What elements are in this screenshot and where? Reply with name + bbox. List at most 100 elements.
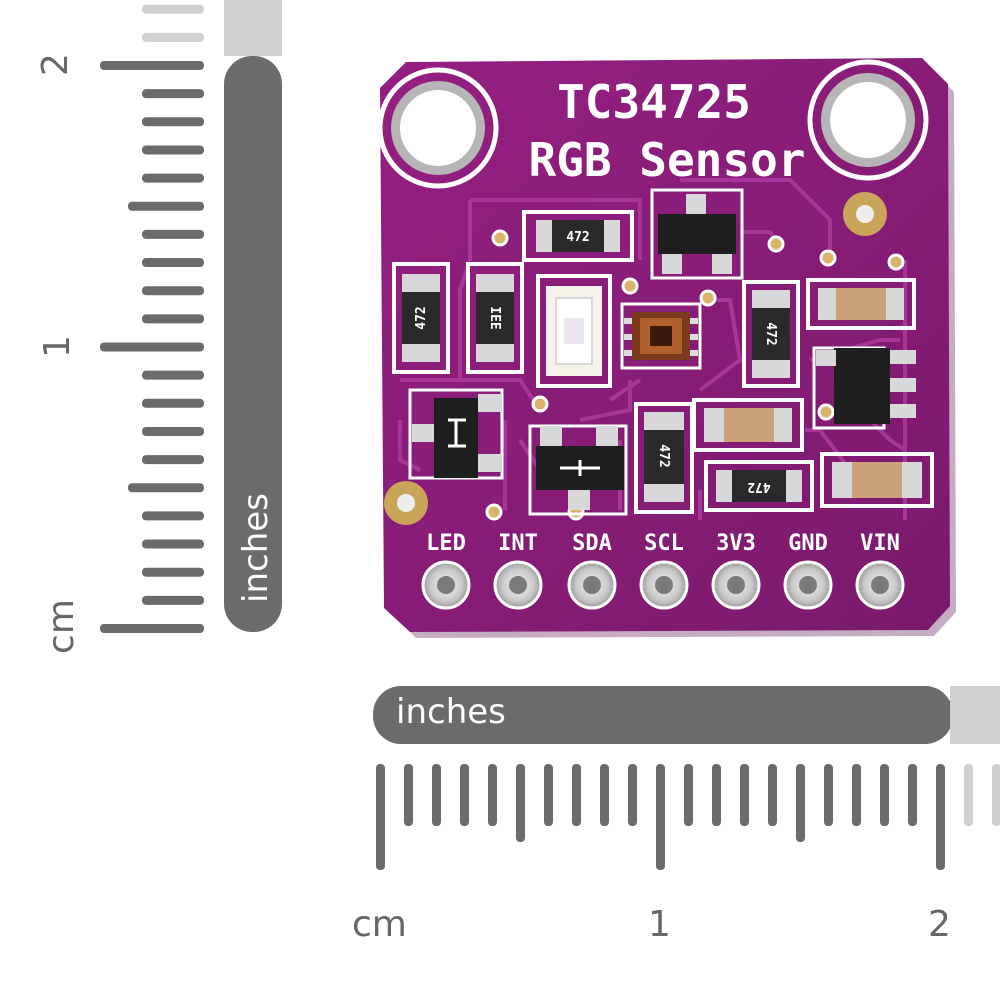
pin-label-vin: VIN bbox=[860, 531, 900, 556]
capacitor-middle bbox=[692, 398, 804, 452]
horizontal-ruler-tick bbox=[824, 764, 833, 826]
svg-text:472: 472 bbox=[763, 322, 778, 345]
resistor-top: 472 bbox=[522, 210, 634, 262]
horizontal-ruler-tick bbox=[432, 764, 441, 826]
vertical-ruler bbox=[100, 0, 282, 633]
vertical-ruler-cm-label: cm bbox=[40, 599, 82, 654]
vertical-ruler-tick bbox=[142, 286, 204, 296]
horizontal-ruler-tick bbox=[488, 764, 497, 826]
pin-label-led: LED bbox=[426, 531, 466, 556]
horizontal-ruler-tick bbox=[600, 764, 609, 826]
vertical-ruler-ticks bbox=[100, 4, 204, 633]
vertical-ruler-tick bbox=[142, 314, 204, 324]
horizontal-ruler bbox=[373, 686, 1000, 870]
vertical-ruler-tick bbox=[142, 539, 204, 549]
horizontal-ruler-tick bbox=[992, 764, 1000, 826]
vertical-ruler-tick bbox=[142, 173, 204, 183]
horizontal-ruler-tick bbox=[684, 764, 693, 826]
pin-label-scl: SCL bbox=[644, 531, 684, 556]
horizontal-ruler-bar bbox=[373, 686, 953, 744]
resistor-bottom-middle: 472 bbox=[634, 402, 694, 514]
resistor-right: 472 bbox=[742, 280, 800, 388]
horizontal-ruler-tick bbox=[516, 764, 525, 842]
svg-text:472: 472 bbox=[656, 444, 671, 467]
mounting-hole-right bbox=[807, 59, 929, 181]
svg-text:IEE: IEE bbox=[487, 306, 502, 329]
svg-text:472: 472 bbox=[566, 230, 589, 245]
pin-hole bbox=[799, 576, 817, 594]
pin-label-sda: SDA bbox=[572, 531, 612, 556]
vertical-ruler-tick-label-1: 1 bbox=[36, 335, 78, 358]
vertical-ruler-tick bbox=[142, 370, 204, 380]
vertical-ruler-tick bbox=[142, 426, 204, 436]
horizontal-ruler-tick bbox=[404, 764, 413, 826]
vertical-ruler-bar bbox=[224, 56, 282, 632]
regulator-right bbox=[812, 346, 916, 430]
vertical-ruler-tick bbox=[142, 32, 204, 42]
vertical-ruler-tick bbox=[100, 342, 204, 352]
horizontal-ruler-tick bbox=[376, 764, 385, 870]
vertical-ruler-tick bbox=[142, 89, 204, 99]
transistor-bottom bbox=[528, 424, 628, 516]
horizontal-ruler-tick bbox=[908, 764, 917, 826]
vertical-ruler-tick bbox=[142, 455, 204, 465]
vertical-ruler-tick bbox=[142, 567, 204, 577]
vertical-ruler-bar-fade bbox=[224, 0, 282, 56]
pin-hole bbox=[727, 576, 745, 594]
horizontal-ruler-tick-label-2: 2 bbox=[928, 904, 951, 945]
pin-hole bbox=[871, 576, 889, 594]
vertical-ruler-tick bbox=[142, 511, 204, 521]
horizontal-ruler-cm-label: cm bbox=[352, 904, 407, 945]
horizontal-ruler-tick bbox=[460, 764, 469, 826]
horizontal-ruler-tick-label-1: 1 bbox=[648, 904, 671, 945]
horizontal-ruler-tick bbox=[880, 764, 889, 826]
white-led bbox=[536, 274, 612, 388]
pin-hole bbox=[437, 576, 455, 594]
horizontal-ruler-tick bbox=[852, 764, 861, 826]
board-title-line2: RGB Sensor bbox=[529, 133, 806, 187]
vertical-ruler-unit-label: inches bbox=[236, 493, 276, 603]
vertical-ruler-tick bbox=[142, 595, 204, 605]
vertical-ruler-tick bbox=[128, 201, 204, 211]
test-pad-left bbox=[384, 481, 428, 525]
transistor-left bbox=[408, 388, 504, 480]
vertical-ruler-tick bbox=[100, 61, 204, 70]
horizontal-ruler-tick bbox=[628, 764, 637, 826]
pin-hole bbox=[509, 576, 527, 594]
vertical-ruler-tick bbox=[142, 117, 204, 127]
vertical-ruler-tick bbox=[128, 483, 204, 493]
pin-label-gnd: GND bbox=[788, 531, 828, 556]
vertical-ruler-tick-label-2: 2 bbox=[34, 53, 76, 76]
resistor-left-1: 472 bbox=[392, 262, 450, 374]
pin-hole bbox=[655, 576, 673, 594]
vertical-ruler-tick bbox=[100, 624, 204, 633]
horizontal-ruler-tick bbox=[964, 764, 973, 826]
horizontal-ruler-tick bbox=[572, 764, 581, 826]
test-pad-top-right bbox=[843, 192, 887, 236]
board-title-line1: TC34725 bbox=[557, 75, 751, 129]
horizontal-ruler-unit-label: inches bbox=[396, 692, 506, 732]
pcb-board: TC34725 RGB Sensor bbox=[377, 58, 956, 638]
horizontal-ruler-tick bbox=[768, 764, 777, 826]
vertical-ruler-tick bbox=[142, 145, 204, 155]
pin-label-int: INT bbox=[498, 531, 538, 556]
vertical-ruler-tick bbox=[142, 398, 204, 408]
svg-text:472: 472 bbox=[747, 479, 770, 494]
vertical-ruler-tick bbox=[142, 229, 204, 239]
color-sensor-chip bbox=[620, 302, 702, 370]
capacitor-bottom-right bbox=[820, 452, 934, 508]
horizontal-ruler-tick bbox=[796, 764, 805, 842]
horizontal-ruler-tick bbox=[656, 764, 665, 870]
resistor-left-2: IEE bbox=[466, 262, 524, 374]
mounting-hole-left bbox=[377, 67, 499, 189]
pin-hole bbox=[583, 576, 601, 594]
vertical-ruler-tick bbox=[142, 4, 204, 14]
horizontal-ruler-tick bbox=[544, 764, 553, 826]
resistor-bottom-right: 472 bbox=[704, 460, 814, 512]
transistor-top bbox=[650, 188, 744, 280]
horizontal-ruler-tick bbox=[712, 764, 721, 826]
horizontal-ruler-tick bbox=[740, 764, 749, 826]
capacitor-top-right bbox=[806, 278, 916, 330]
